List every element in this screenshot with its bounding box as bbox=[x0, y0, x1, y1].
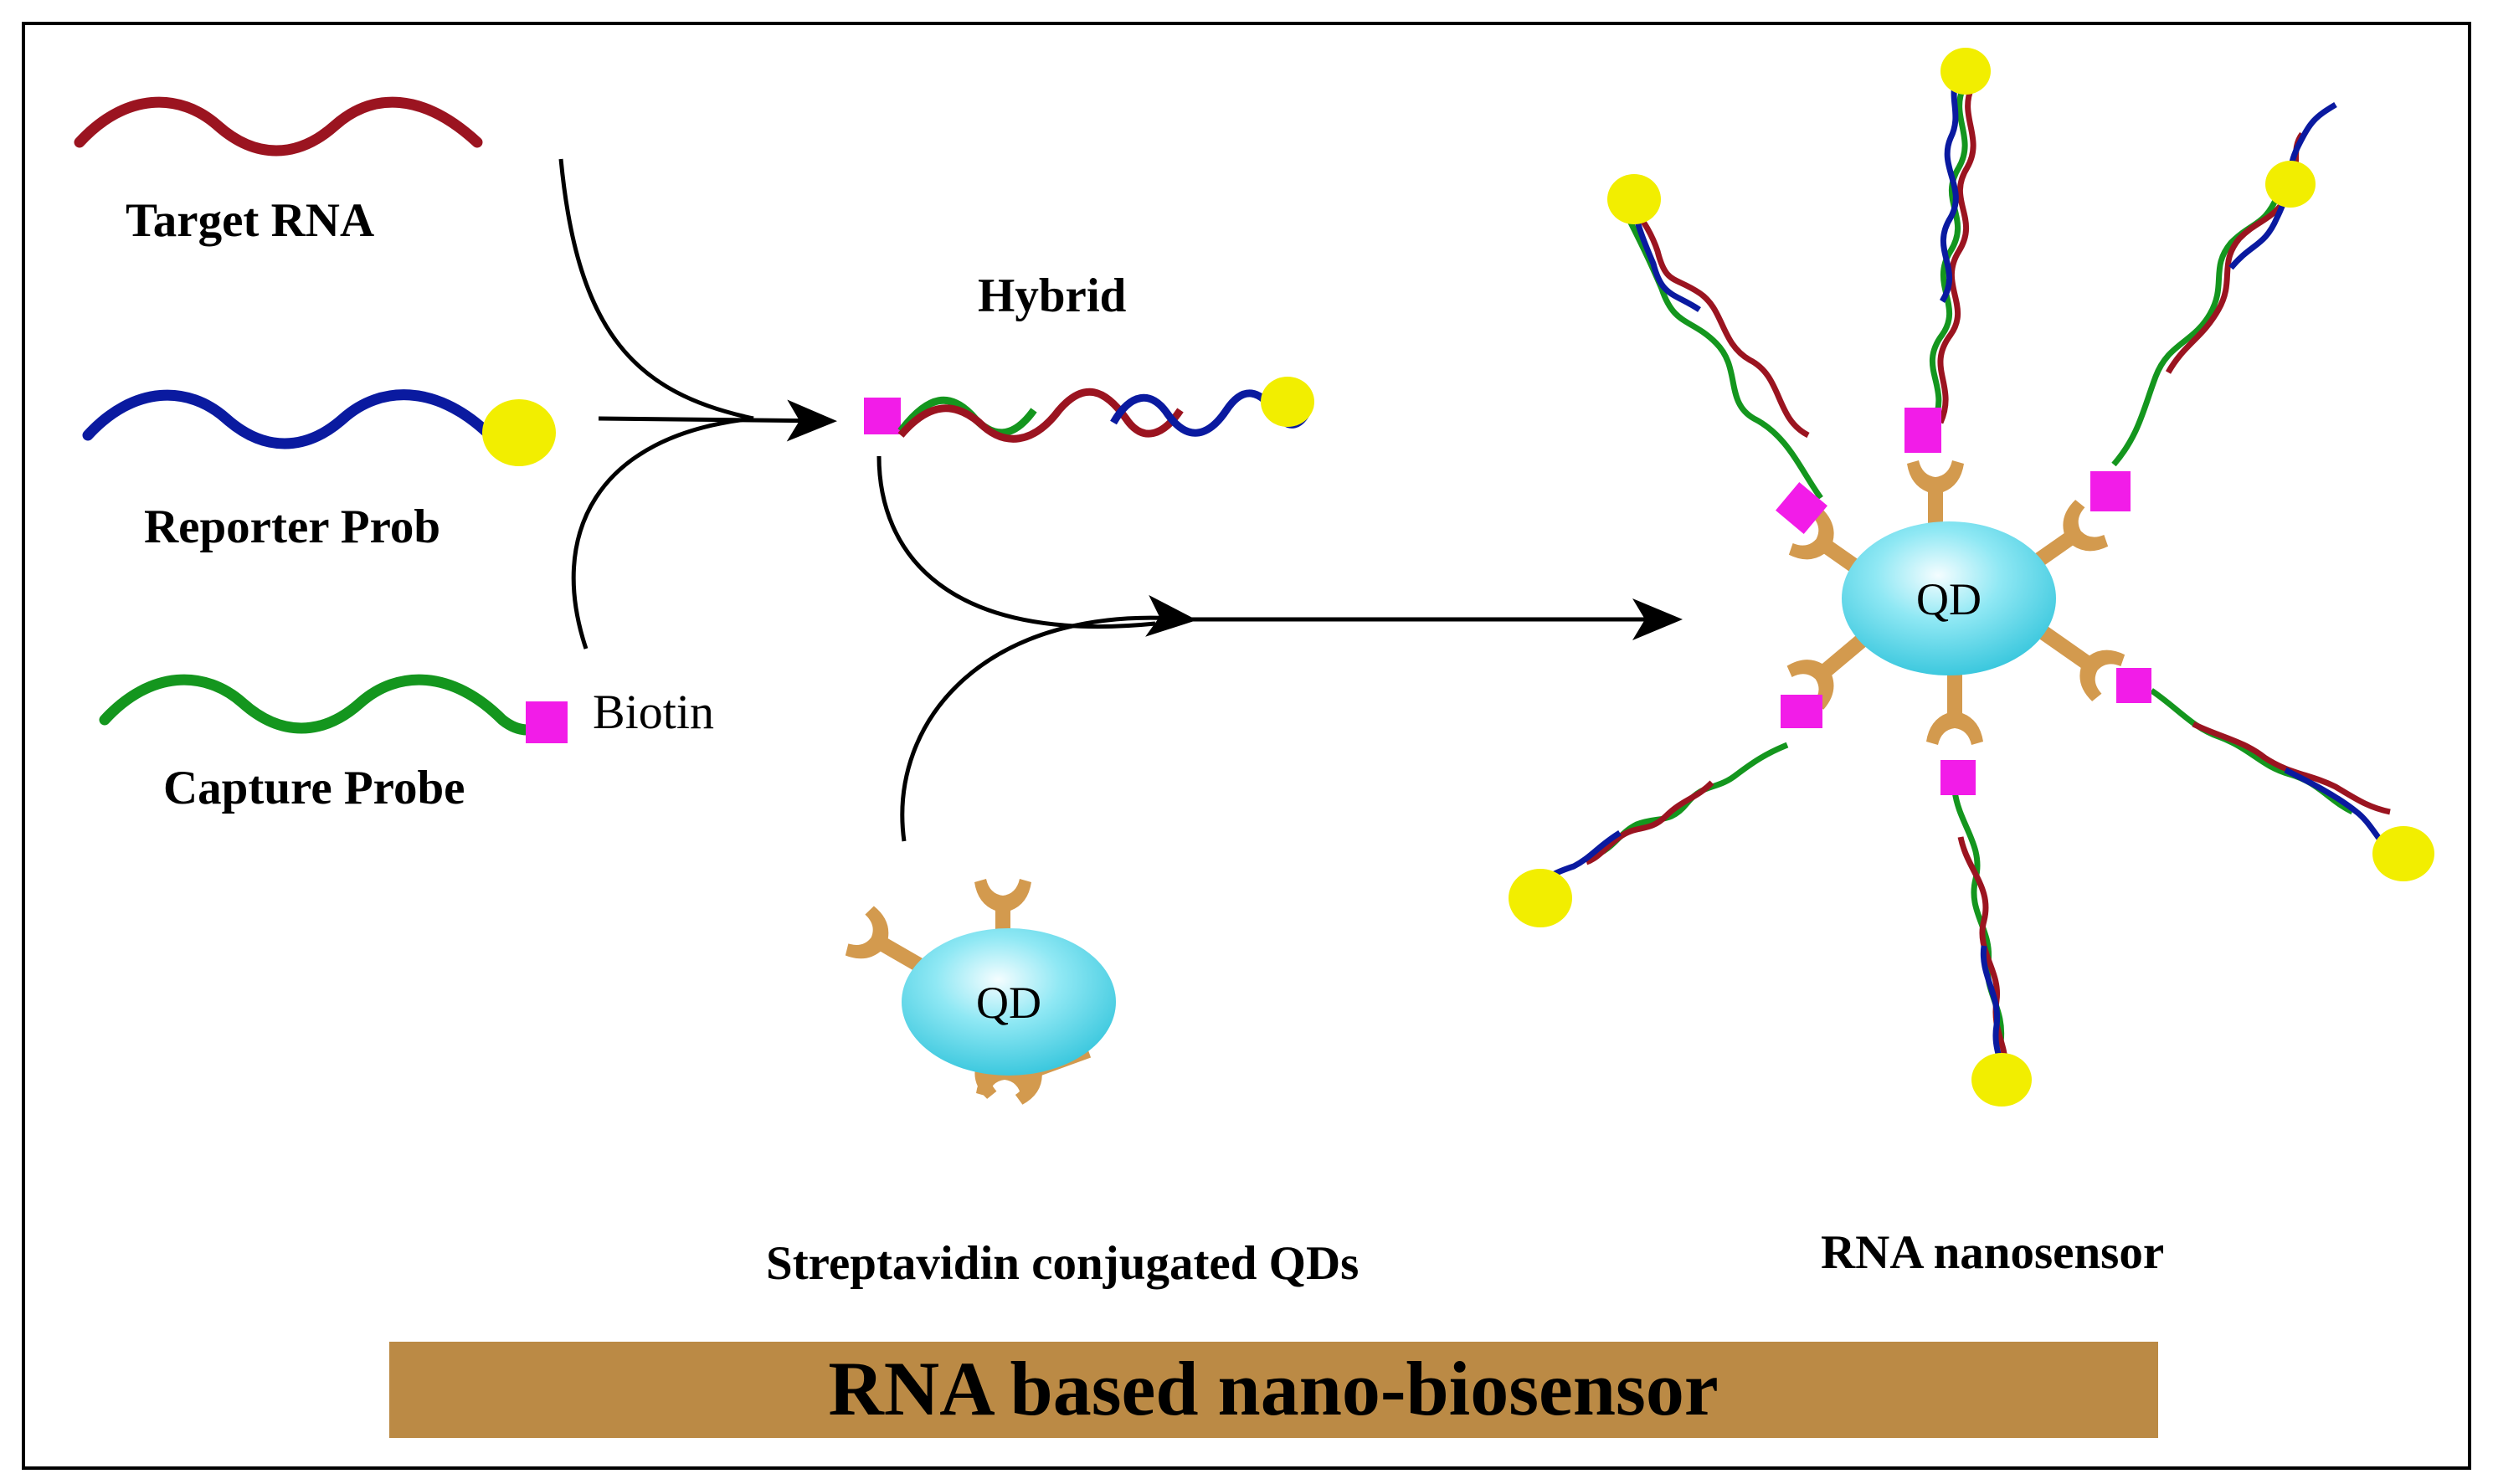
target-rna-strand bbox=[74, 96, 483, 157]
qd-core bbox=[902, 928, 1116, 1076]
qd-label: QD bbox=[976, 978, 1041, 1028]
reporter-dye-icon bbox=[2372, 826, 2434, 881]
reporter-dye-icon bbox=[1607, 174, 1661, 224]
reporter-dye-icon bbox=[1509, 869, 1572, 927]
hybrid-biotin-icon bbox=[864, 398, 901, 434]
biotin-label: Biotin bbox=[593, 685, 714, 739]
hybrid-label: Hybrid bbox=[978, 270, 1127, 322]
rna-nanosensor: QD RNA nanosensor bbox=[1509, 48, 2434, 1279]
biotin-icon bbox=[1781, 695, 1822, 728]
curved-arrow-top bbox=[558, 158, 754, 421]
biotin-icon bbox=[526, 701, 568, 743]
hybrid-reporter-dye-icon bbox=[1261, 377, 1314, 427]
biotin-icon bbox=[1904, 408, 1941, 453]
hybrid-target-strand bbox=[897, 388, 1184, 443]
hybrid: Hybrid bbox=[864, 270, 1314, 443]
title-bar bbox=[389, 1342, 2158, 1438]
capture-probe-label: Capture Probe bbox=[163, 762, 465, 814]
straight-arrow-middle bbox=[598, 399, 837, 442]
biotin-icon bbox=[2090, 471, 2131, 511]
biotin-icon bbox=[2116, 668, 2151, 703]
figure-frame bbox=[22, 22, 2471, 1470]
biotin-icon bbox=[1940, 760, 1976, 795]
reporter-dye-icon bbox=[1940, 48, 1991, 95]
curved-arrow-qd bbox=[900, 594, 1197, 842]
curved-arrow-hybrid bbox=[876, 455, 1156, 629]
nanosensor-qd-core bbox=[1842, 521, 2056, 675]
conjugation-arrows bbox=[876, 455, 1683, 842]
target-rna-label: Target RNA bbox=[126, 194, 374, 247]
curved-arrow-bottom bbox=[571, 416, 754, 650]
reporter-dye-icon bbox=[482, 399, 556, 466]
reporter-probe-strand bbox=[82, 389, 491, 449]
capture-probe-strand bbox=[99, 674, 533, 736]
streptavidin-qds-label: Streptavidin conjugated QDs bbox=[766, 1237, 1359, 1290]
legend: Target RNA Reporter Prob Biotin Capture … bbox=[74, 96, 714, 814]
hybridization-arrows bbox=[558, 158, 837, 650]
biotin-icon bbox=[1776, 482, 1827, 534]
reporter-probe-label: Reporter Prob bbox=[144, 501, 440, 553]
reporter-dye-icon bbox=[1971, 1053, 2032, 1107]
streptavidin-qd: QD Streptavidin conjugated QDs bbox=[766, 879, 1359, 1290]
nanosensor-qd-label: QD bbox=[1916, 574, 1982, 624]
reporter-dye-icon bbox=[2265, 161, 2316, 208]
figure-title: RNA based nano-biosensor bbox=[828, 1346, 1718, 1431]
nanosensor-label: RNA nanosensor bbox=[1821, 1226, 2164, 1279]
